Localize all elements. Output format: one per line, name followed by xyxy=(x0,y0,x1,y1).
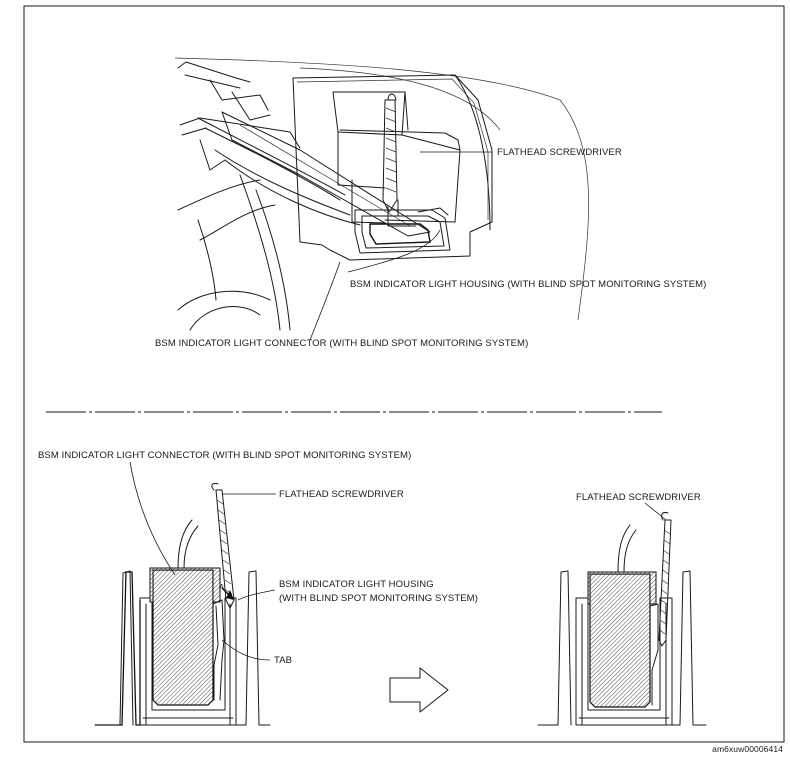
tab-label: TAB xyxy=(274,655,292,666)
bottom-connector-label: BSM INDICATOR LIGHT CONNECTOR (WITH BLIN… xyxy=(38,450,411,461)
bottom-left-view: BSM INDICATOR LIGHT CONNECTOR (WITH BLIN… xyxy=(38,450,478,726)
bottom-right-view: FLATHEAD SCREWDRIVER xyxy=(537,492,707,726)
top-screwdriver-label: FLATHEAD SCREWDRIVER xyxy=(497,147,622,158)
figure-id: am6xuw00006414 xyxy=(712,744,783,754)
top-connector-label: BSM INDICATOR LIGHT CONNECTOR (WITH BLIN… xyxy=(155,338,528,349)
bottom-housing-label-line2: (WITH BLIND SPOT MONITORING SYSTEM) xyxy=(279,593,478,604)
top-view: FLATHEAD SCREWDRIVER BSM INDICATOR LIGHT… xyxy=(155,57,706,349)
bottom-screwdriver-label: FLATHEAD SCREWDRIVER xyxy=(279,489,404,500)
transition-arrow xyxy=(389,667,449,713)
right-screwdriver-label: FLATHEAD SCREWDRIVER xyxy=(576,492,701,503)
a-label: A xyxy=(219,583,225,592)
bottom-housing-label-line1: BSM INDICATOR LIGHT HOUSING xyxy=(279,579,434,590)
figure-frame xyxy=(23,5,785,743)
top-housing-label: BSM INDICATOR LIGHT HOUSING (WITH BLIND … xyxy=(350,279,706,290)
